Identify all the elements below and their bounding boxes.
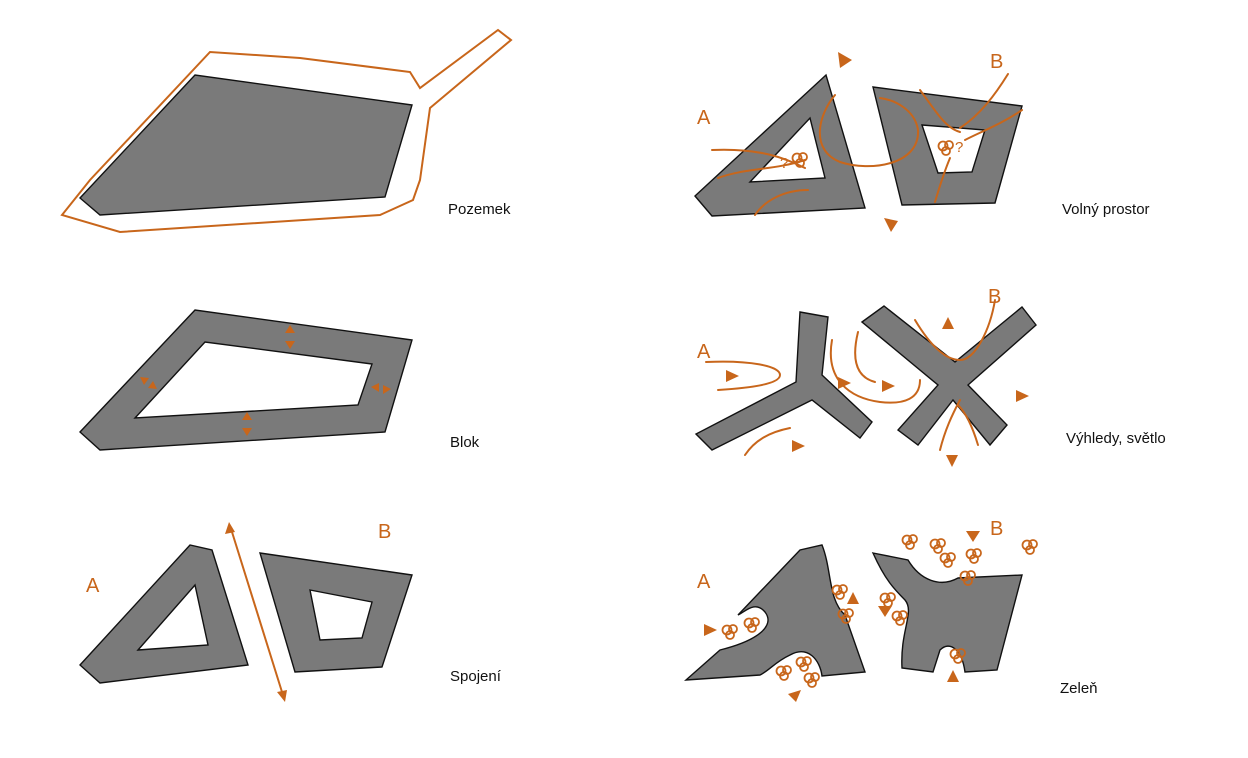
panel-spojeni: A B Spojení (79, 521, 502, 702)
block-a (694, 73, 866, 217)
label-a: A (697, 341, 711, 363)
panel-vyhledy: A B Výhledy, světlo (694, 286, 1166, 467)
block-b-green (871, 552, 1023, 673)
block-b (259, 552, 413, 673)
arrow-icon (878, 606, 892, 617)
block-a-green (683, 544, 866, 681)
arrow-icon (882, 380, 895, 392)
label-b: B (990, 518, 1003, 540)
arrow-icon (884, 218, 898, 232)
connection-arrow-icon (225, 522, 287, 702)
arrow-icon (838, 52, 852, 68)
block-courtyard (78, 309, 413, 451)
block-b (872, 86, 1023, 206)
view-paths (705, 299, 996, 456)
caption-pozemek: Pozemek (448, 201, 511, 218)
label-a: A (86, 575, 100, 597)
panel-pozemek: Pozemek (60, 28, 513, 234)
arrow-icon (792, 440, 805, 452)
panel-blok: Blok (78, 309, 480, 451)
arrow-icon (726, 370, 739, 382)
arrow-icon (946, 455, 958, 467)
arrow-icon (788, 690, 801, 702)
building-mass (78, 74, 413, 216)
arrow-icon (947, 670, 959, 682)
panel-volny-prostor: ? ? A B Volný prostor (694, 51, 1150, 232)
arrow-icon (704, 624, 717, 636)
arrow-icon (942, 317, 954, 329)
block-b-x-shape (860, 305, 1037, 447)
label-b: B (990, 51, 1003, 73)
caption-volny-prostor: Volný prostor (1062, 201, 1150, 218)
arrow-icon (1016, 390, 1029, 402)
panel-zelen: A B Zeleň (683, 518, 1098, 702)
arrow-icon (847, 592, 859, 604)
question-mark: ? (780, 155, 788, 172)
caption-spojeni: Spojení (450, 668, 502, 685)
block-a-y-shape (694, 311, 873, 451)
label-a: A (697, 571, 711, 593)
label-a: A (697, 107, 711, 129)
arrow-icon (966, 531, 980, 542)
question-mark: ? (955, 139, 963, 156)
tree-icon (937, 140, 954, 156)
plot-outline (60, 28, 513, 234)
double-arrow-icon (140, 325, 391, 436)
caption-vyhledy: Výhledy, světlo (1066, 430, 1166, 447)
movement-paths (711, 73, 1023, 216)
arrow-icon (838, 377, 851, 389)
label-b: B (988, 286, 1001, 308)
block-a (79, 544, 249, 684)
label-b: B (378, 521, 391, 543)
caption-zelen: Zeleň (1060, 680, 1098, 697)
caption-blok: Blok (450, 434, 480, 451)
